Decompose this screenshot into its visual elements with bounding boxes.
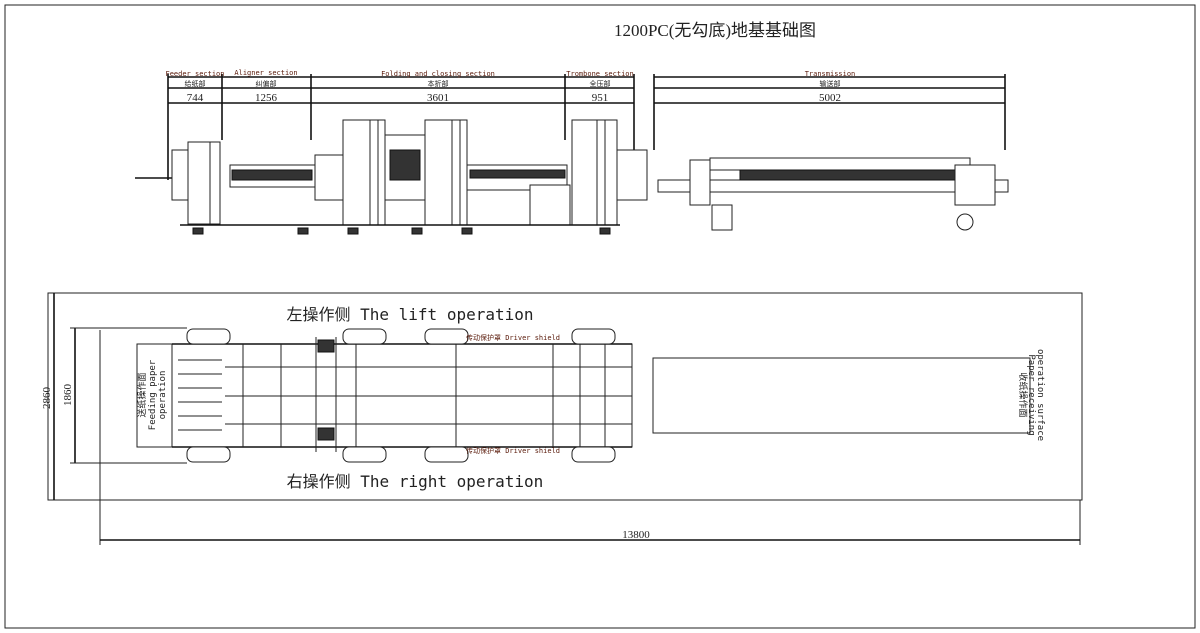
receiving-operation-cn: 收纸操作面 — [1017, 372, 1029, 417]
transmission-length: 5002 — [819, 92, 841, 104]
transmission-section-label: Transmission — [805, 70, 856, 78]
receiving-operation-en1: Paper receiving — [1026, 354, 1036, 435]
transmission-section-cn: 输送部 — [820, 79, 841, 88]
feeding-operation-cn: 送纸操作面 — [136, 372, 148, 417]
feeder-section-label: Feeder section — [165, 70, 224, 78]
trombone-length: 951 — [592, 92, 609, 104]
feeding-operation-en2: operation — [158, 371, 168, 420]
drawing-title: 1200PC(无勾底)地基基础图 — [614, 21, 816, 40]
left-operation-side-label: 左操作侧 The lift operation — [286, 305, 533, 324]
section-dimension-table: Feeder section Aligner section Folding a… — [165, 69, 1006, 180]
machine-side-view — [135, 119, 1009, 235]
feeder-length: 744 — [187, 92, 204, 104]
trombone-section-label: Trombone section — [566, 70, 633, 78]
folding-section-label: Folding and closing section — [381, 70, 495, 78]
aligner-length: 1256 — [255, 92, 278, 104]
aligner-section-cn: 纠偏部 — [256, 79, 277, 88]
folding-length: 3601 — [427, 92, 449, 104]
overall-length-dimension: 13800 — [622, 529, 650, 541]
machine-plan-view: 传动保护罩 Driver shield 传动保护罩 Driver shield … — [47, 292, 1083, 501]
driver-shield-bottom-label: 传动保护罩 Driver shield — [466, 446, 560, 455]
right-operation-side-label: 右操作侧 The right operation — [287, 472, 544, 491]
receiving-area — [652, 357, 1031, 434]
plan-dimensions: 2860 1860 13800 — [41, 293, 1081, 545]
drawing-border — [4, 4, 1196, 629]
overall-width-dimension: 2860 — [41, 387, 53, 410]
machine-width-dimension: 1860 — [62, 384, 74, 407]
folding-section-cn: 本折部 — [428, 79, 449, 88]
driver-shield-top-label: 传动保护罩 Driver shield — [466, 333, 560, 342]
feeder-section-cn: 给纸部 — [185, 79, 206, 88]
feeding-operation-en1: Feeding paper — [148, 359, 158, 430]
foundation-outline — [47, 292, 1083, 501]
aligner-section-label: Aligner section — [234, 69, 297, 77]
feeding-operation-panel — [136, 343, 173, 448]
receiving-operation-en2: operation surface — [1035, 349, 1045, 441]
trombone-section-cn: 全压部 — [590, 79, 611, 88]
